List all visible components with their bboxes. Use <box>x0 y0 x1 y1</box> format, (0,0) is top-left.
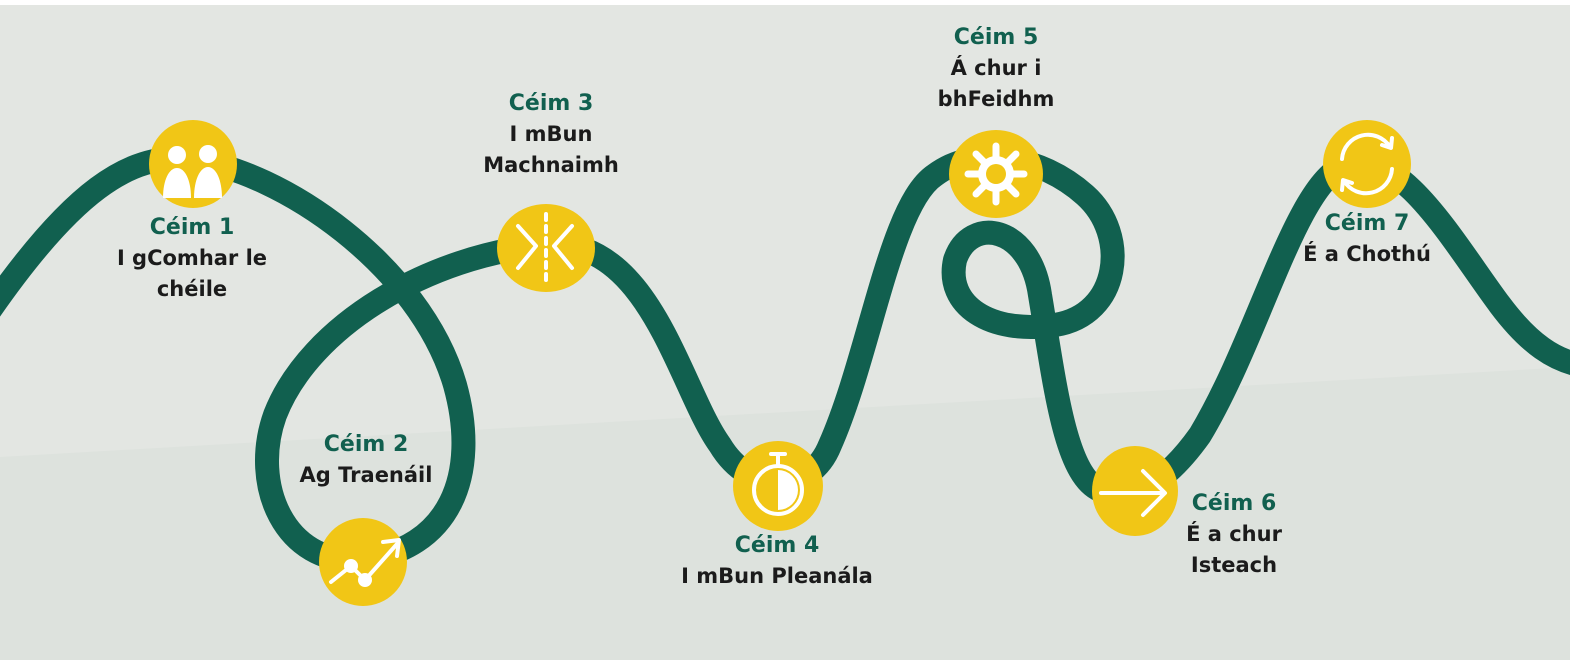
step-number: Céim 6 <box>1191 491 1277 516</box>
step-3-badge <box>497 204 595 292</box>
step-name-line: Machnaimh <box>483 153 619 177</box>
step-7-badge <box>1323 120 1411 208</box>
step-number: Céim 4 <box>734 533 820 558</box>
gear-icon <box>964 142 1028 206</box>
step-number: Céim 1 <box>149 215 235 240</box>
step-5-label: Céim 5 Á chur i bhFeidhm <box>866 23 1126 115</box>
arrow-right-icon <box>1099 469 1167 517</box>
step-name-line: bhFeidhm <box>937 87 1055 111</box>
step-name-line: I mBun Pleanála <box>681 564 873 588</box>
step-number: Céim 7 <box>1324 211 1410 236</box>
step-number: Céim 5 <box>953 25 1039 50</box>
step-1-badge <box>149 120 237 208</box>
step-number: Céim 3 <box>508 91 594 116</box>
step-name-line: Isteach <box>1190 553 1278 577</box>
step-5-badge <box>949 130 1043 218</box>
step-6-label: Céim 6 É a chur Isteach <box>1104 489 1364 581</box>
step-name-line: chéile <box>156 277 228 301</box>
step-1-label: Céim 1 I gComhar le chéile <box>62 213 322 305</box>
journey-diagram: Céim 1 I gComhar le chéile Céim 2 Ag Tra… <box>0 5 1570 660</box>
step-2-label: Céim 2 Ag Traenáil <box>236 430 496 491</box>
people-icon <box>163 145 222 198</box>
journey-path <box>0 145 1570 573</box>
reflection-icon <box>516 212 574 284</box>
step-number: Céim 2 <box>323 432 409 457</box>
step-4-badge <box>733 441 823 531</box>
step-name-line: Ag Traenáil <box>299 463 433 487</box>
step-2-badge <box>319 518 407 606</box>
step-6-badge <box>1092 446 1178 536</box>
growth-chart-icon <box>329 538 401 587</box>
step-name-line: Á chur i <box>950 56 1042 80</box>
step-name-line: É a Chothú <box>1303 242 1431 266</box>
step-7-label: Céim 7 É a Chothú <box>1237 209 1497 270</box>
step-3-label: Céim 3 I mBun Machnaimh <box>421 89 681 181</box>
step-4-label: Céim 4 I mBun Pleanála <box>647 531 907 592</box>
cycle-icon <box>1340 132 1394 196</box>
step-name-line: É a chur <box>1186 522 1282 546</box>
step-name-line: I gComhar le <box>116 246 268 270</box>
stopwatch-icon <box>752 452 804 516</box>
step-name-line: I mBun <box>509 122 593 146</box>
